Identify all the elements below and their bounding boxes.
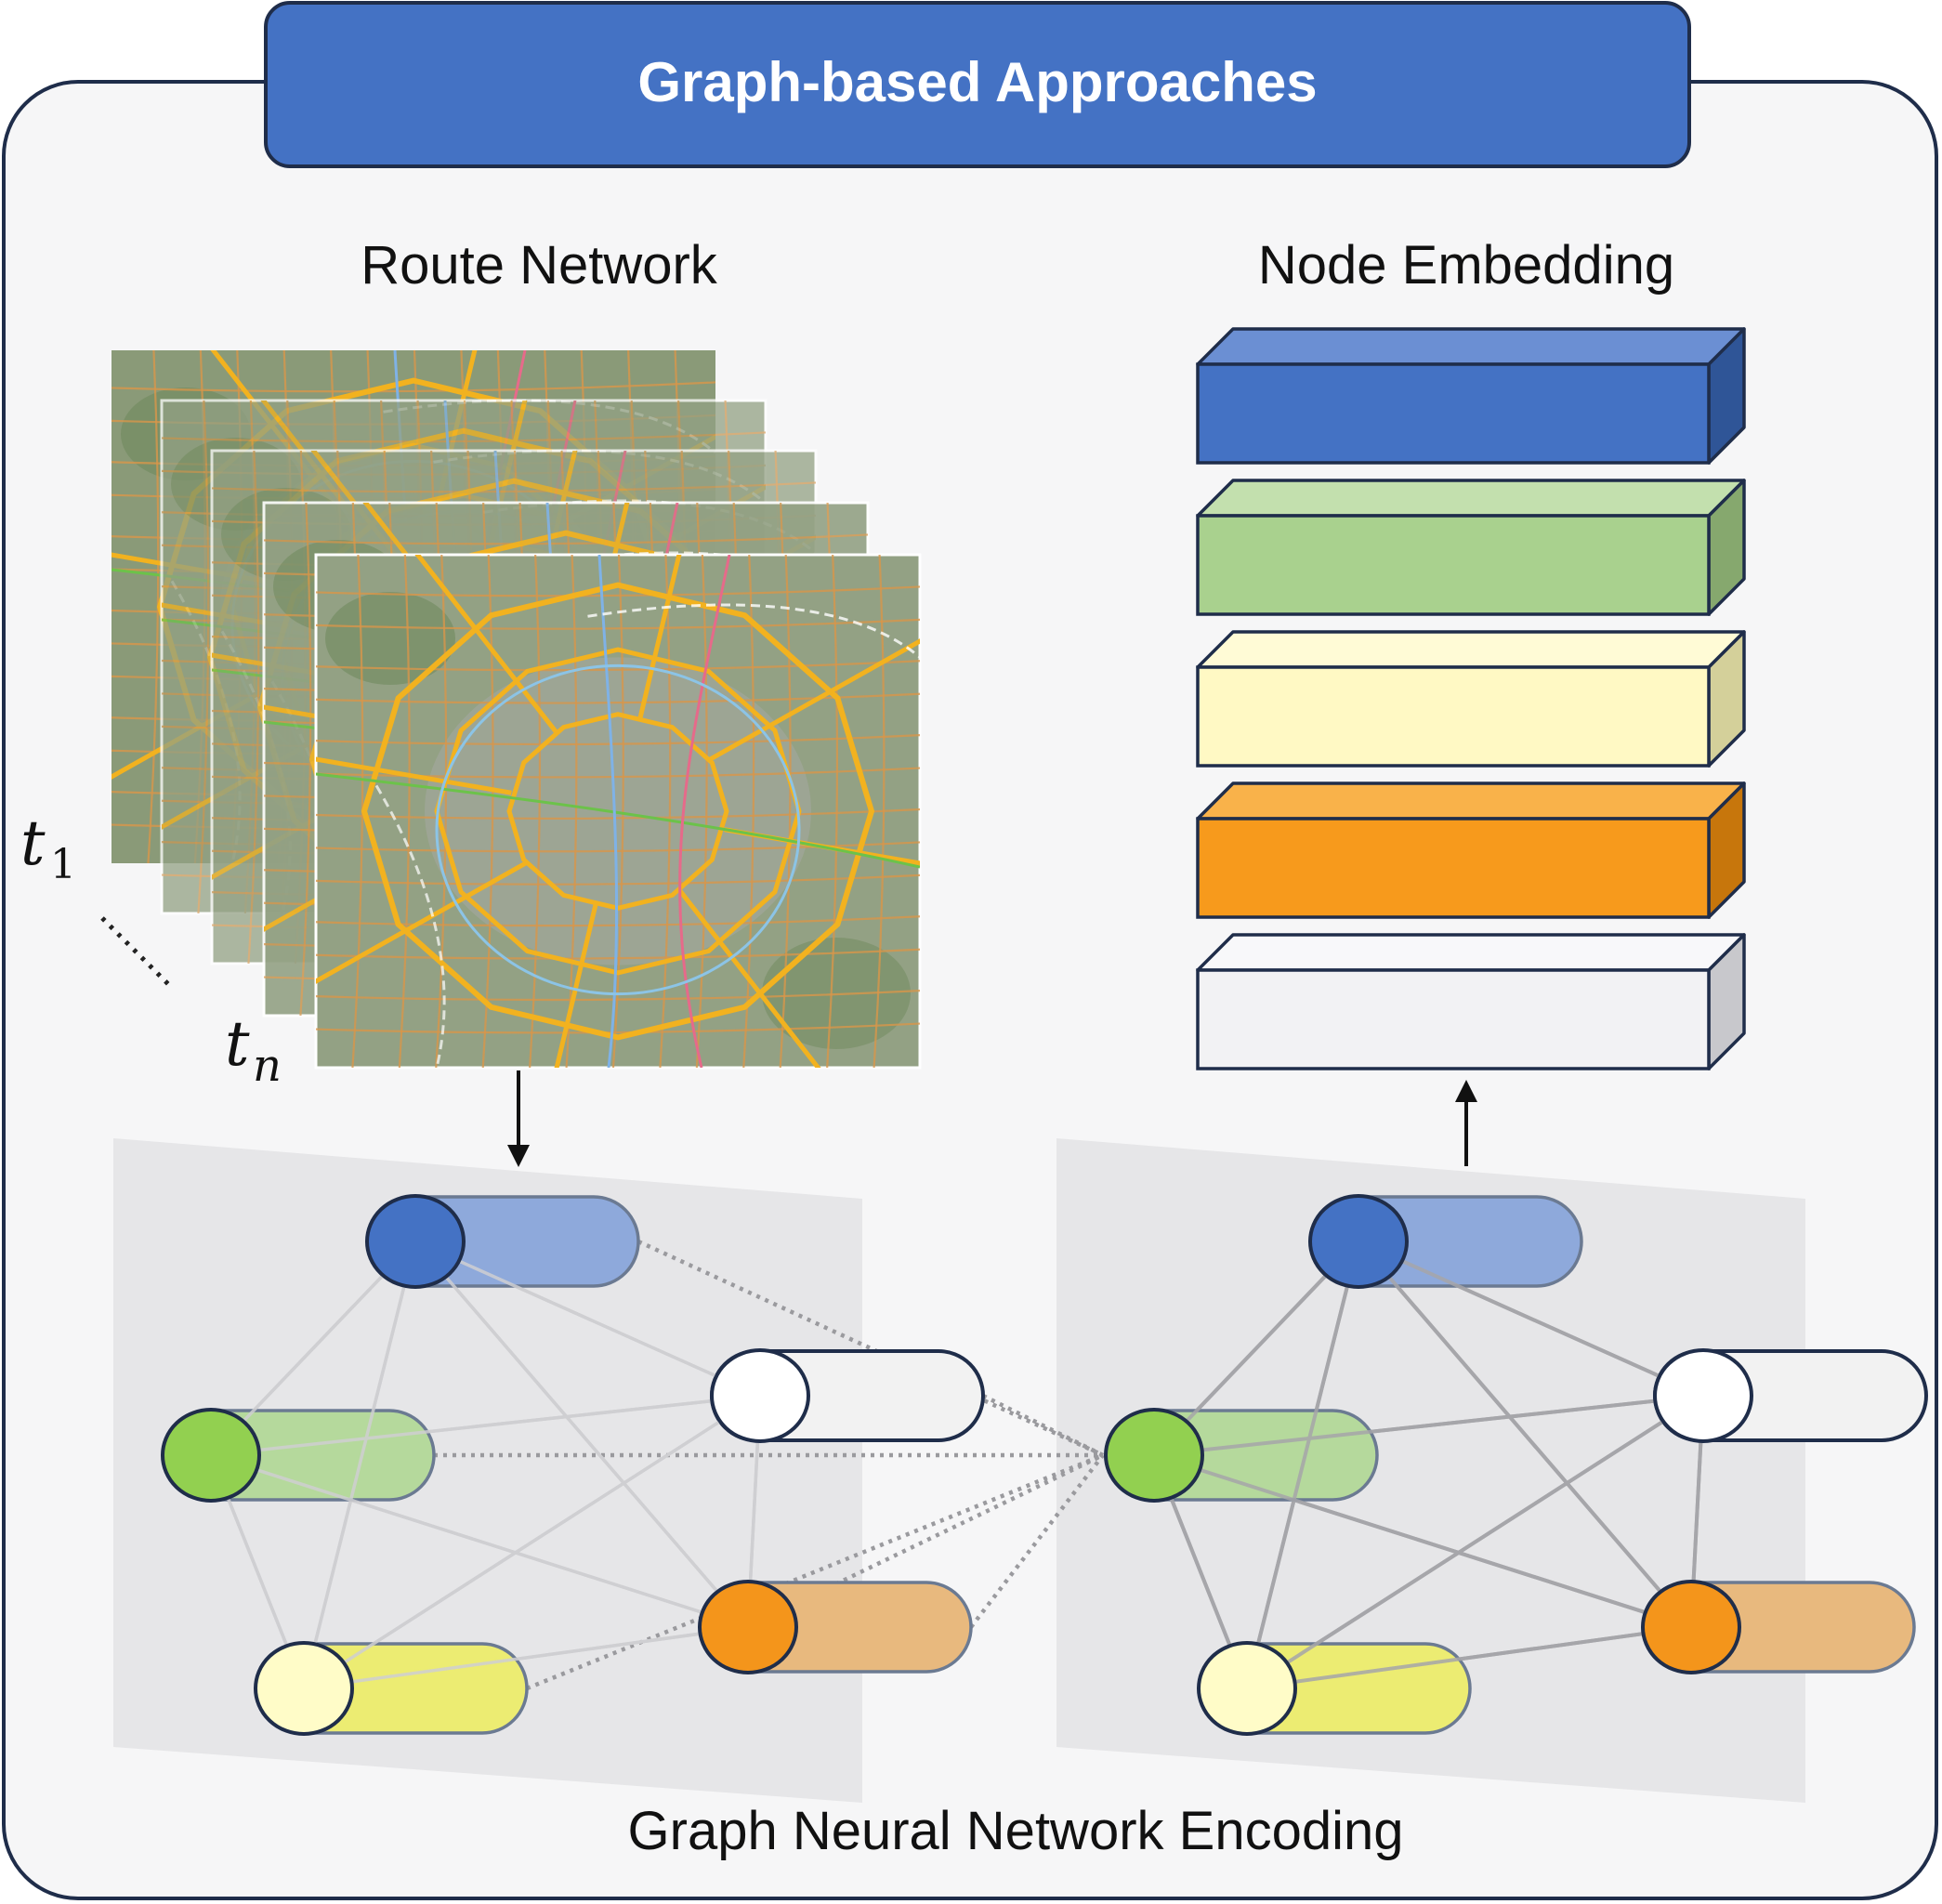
graph-edge bbox=[1357, 1240, 1693, 1629]
route-map-frame bbox=[314, 553, 922, 1070]
arrow-gnn-to-embedding bbox=[1455, 1080, 1477, 1166]
arrow-map-to-gnn bbox=[507, 1070, 530, 1167]
node-embedding-heading: Node Embedding bbox=[1258, 235, 1674, 295]
graph-edge bbox=[303, 1394, 761, 1690]
graph-node-blue bbox=[365, 1194, 466, 1289]
gnn-caption: Graph Neural Network Encoding bbox=[628, 1801, 1404, 1861]
graph-node-green bbox=[1104, 1408, 1204, 1503]
node-embedding-stack bbox=[1196, 327, 1746, 1070]
graph-node-circles-left bbox=[161, 1194, 810, 1736]
graph-node-blue bbox=[1308, 1194, 1409, 1289]
embedding-block bbox=[1196, 630, 1746, 768]
time-tn-subscript: n bbox=[253, 1040, 282, 1092]
embedding-block bbox=[1196, 781, 1746, 919]
title-text: Graph-based Approaches bbox=[637, 51, 1317, 113]
graph-edge bbox=[210, 1394, 761, 1457]
graph-edge bbox=[1246, 1625, 1692, 1690]
gnn-graph-left bbox=[161, 1194, 985, 1736]
graph-node-orange bbox=[698, 1580, 798, 1674]
route-network-heading: Route Network bbox=[361, 235, 718, 295]
graph-edge bbox=[1152, 1240, 1360, 1457]
time-t1-symbol: t bbox=[20, 808, 46, 879]
cross-graph-dotted-link bbox=[982, 1393, 1104, 1458]
graph-node-orange bbox=[1641, 1580, 1741, 1674]
graph-edge bbox=[414, 1240, 761, 1398]
graph-node-white bbox=[710, 1348, 810, 1443]
cross-graph-dotted-link bbox=[526, 1452, 1104, 1691]
embedding-block bbox=[1196, 327, 1746, 465]
graph-node-yellow bbox=[1197, 1641, 1297, 1736]
graph-edge bbox=[413, 1240, 750, 1629]
graph-edge bbox=[1245, 1394, 1705, 1690]
route-network-stack bbox=[112, 350, 922, 1070]
gnn-graph-right bbox=[1104, 1194, 1928, 1736]
time-label-last: t n bbox=[225, 1008, 282, 1092]
graph-edge bbox=[210, 1453, 749, 1629]
road-network bbox=[316, 555, 920, 1068]
graph-edge bbox=[1153, 1453, 1692, 1629]
cross-graph-dotted-link bbox=[637, 1239, 1104, 1458]
time-tn-symbol: t bbox=[225, 1008, 250, 1080]
graph-edge bbox=[1245, 1241, 1360, 1689]
graph-edge bbox=[303, 1625, 749, 1690]
time-t1-subscript: 1 bbox=[50, 841, 76, 888]
graph-node-white bbox=[1653, 1348, 1753, 1443]
graph-edge bbox=[1358, 1240, 1704, 1398]
time-label-first: t 1 bbox=[20, 808, 76, 888]
embedding-block bbox=[1196, 933, 1746, 1070]
graph-edge bbox=[302, 1241, 417, 1689]
graph-node-yellow bbox=[254, 1641, 354, 1736]
graph-edge bbox=[1153, 1394, 1704, 1457]
graph-node-circles-right bbox=[1104, 1194, 1753, 1736]
title-bar: Graph-based Approaches bbox=[264, 1, 1691, 168]
graph-edge bbox=[209, 1240, 417, 1457]
embedding-block bbox=[1196, 479, 1746, 616]
graph-node-green bbox=[161, 1408, 261, 1503]
